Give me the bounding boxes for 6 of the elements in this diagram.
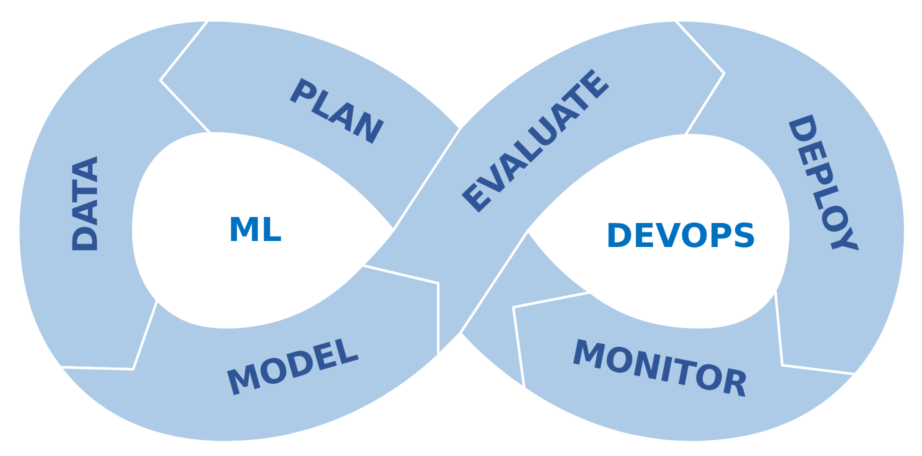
loop-segment bbox=[512, 288, 856, 444]
segment-label: DATA bbox=[69, 156, 103, 254]
loop-center-label: ML bbox=[228, 212, 282, 246]
loop-segment bbox=[58, 264, 440, 444]
loop-center-label: DEVOPS bbox=[606, 218, 756, 252]
segment-label: MODEL bbox=[223, 332, 361, 402]
